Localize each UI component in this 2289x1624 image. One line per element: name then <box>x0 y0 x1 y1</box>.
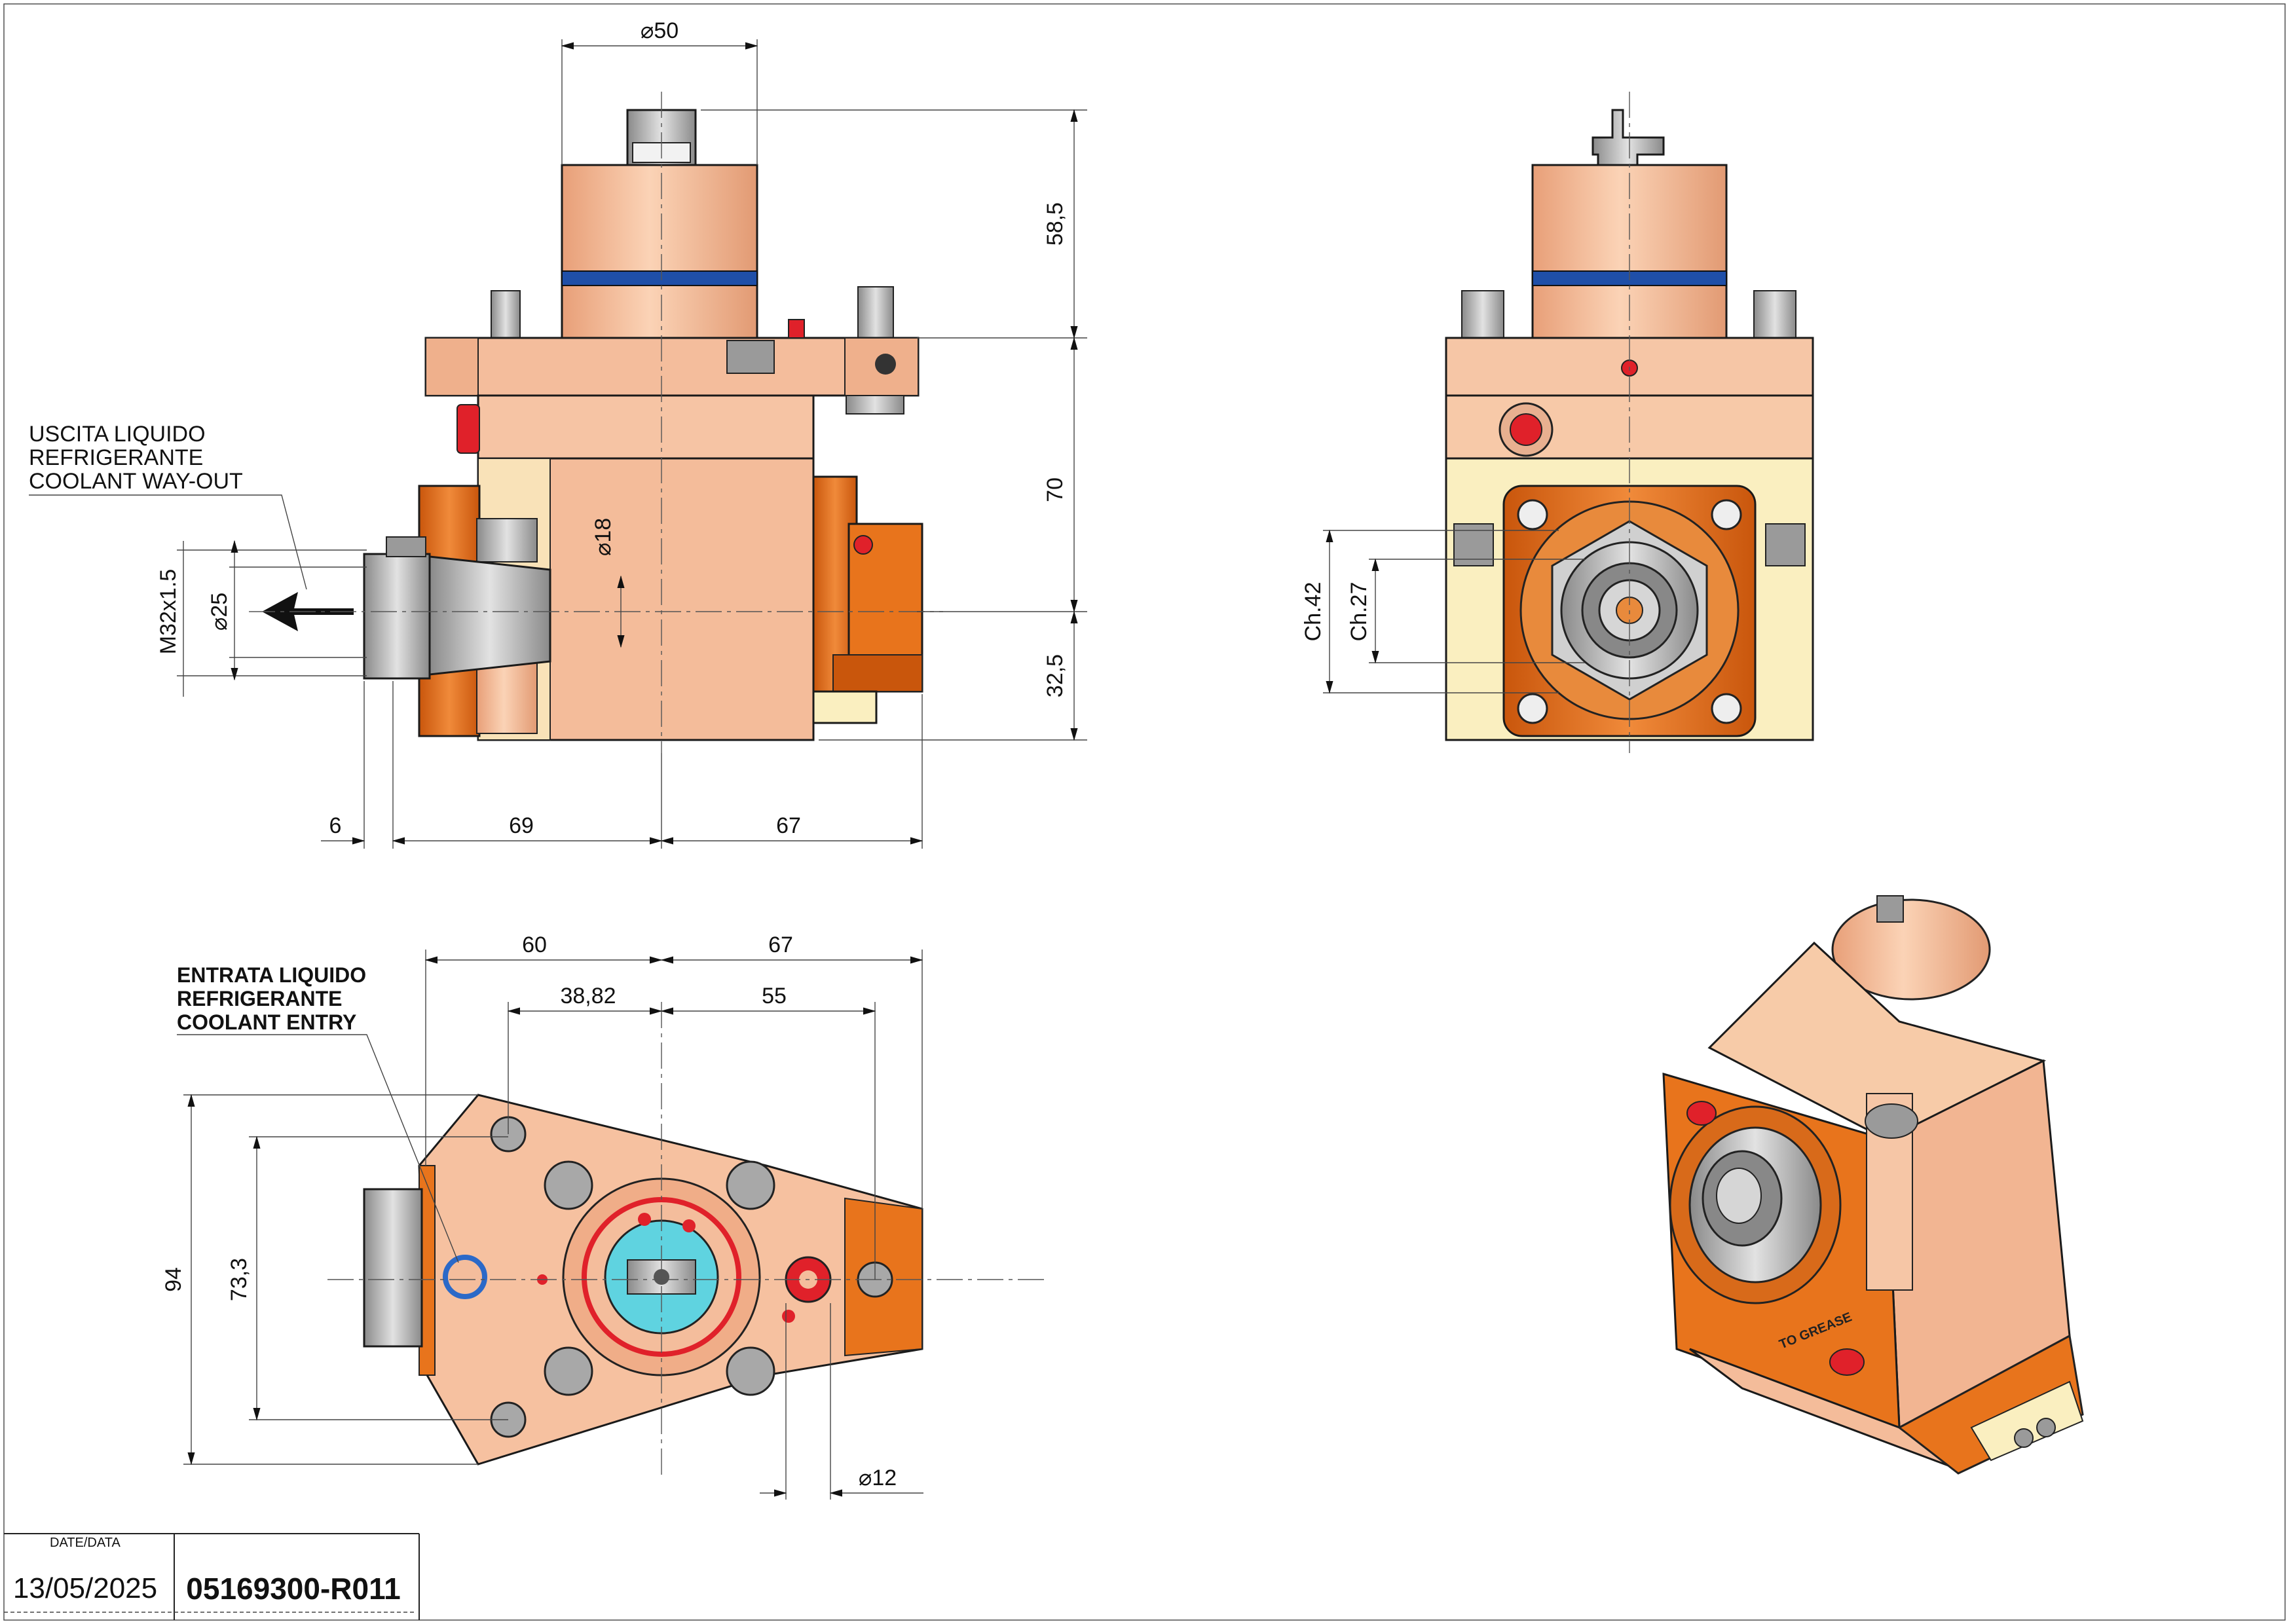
note-coolant-in-2: REFRIGERANTE <box>177 987 342 1010</box>
top-collet-nut <box>363 1188 423 1348</box>
note-coolant-out-2: REFRIGERANTE <box>29 445 203 470</box>
front-bolt-right <box>857 286 894 339</box>
note-coolant-out-3: COOLANT WAY-OUT <box>29 469 243 494</box>
sheet-border <box>3 3 2286 1621</box>
dim-73-3: 73,3 <box>227 1258 251 1301</box>
dim-55: 55 <box>762 984 787 1008</box>
top-screws <box>490 1116 893 1438</box>
side-screws <box>1517 499 1742 724</box>
coolant-entry-port <box>443 1255 487 1299</box>
dim-d25: ⌀25 <box>207 593 232 631</box>
date-label: DATE/DATA <box>50 1536 121 1550</box>
dim-67-top: 67 <box>768 932 793 957</box>
dim-d12: ⌀12 <box>859 1466 897 1490</box>
top-view: 60 67 38,82 55 94 73,3 ⌀12 ENTRATA LIQUI… <box>161 932 1048 1500</box>
note-coolant-in-1: ENTRATA LIQUIDO <box>177 963 366 987</box>
front-bolt-left <box>491 290 521 339</box>
note-coolant-out-1: USCITA LIQUIDO <box>29 422 206 447</box>
dim-58-5: 58,5 <box>1043 202 1068 246</box>
front-collet-nut <box>363 553 431 680</box>
isometric-view: TO GREASE <box>1662 895 2084 1475</box>
dim-69: 69 <box>509 813 534 838</box>
drawing-code: 05169300-R011 <box>186 1572 400 1606</box>
dim-60: 60 <box>522 932 547 957</box>
front-top-cylinder <box>561 164 758 339</box>
front-view: ⌀50 58,5 70 32,5 ⌀18 ⌀25 M32x1.5 6 69 67… <box>29 18 1087 849</box>
dim-ch27: Ch.27 <box>1347 582 1371 642</box>
title-block: DATE/DATA 13/05/2025 05169300-R011 <box>4 1533 420 1620</box>
side-red-plug <box>1510 413 1542 446</box>
dim-67-front: 67 <box>776 813 801 838</box>
dim-70: 70 <box>1043 477 1068 502</box>
dim-6: 6 <box>329 813 342 838</box>
front-collet <box>428 555 551 676</box>
dim-d18: ⌀18 <box>591 518 616 556</box>
front-red-plug <box>456 404 480 454</box>
dim-38-82: 38,82 <box>560 984 616 1008</box>
drawing-date: 13/05/2025 <box>13 1572 157 1604</box>
dim-94: 94 <box>161 1267 186 1292</box>
dim-thread: M32x1.5 <box>156 569 181 654</box>
side-view: Ch.42 Ch.27 <box>1301 92 1814 753</box>
front-grease-nipple <box>788 319 805 339</box>
side-bolt-right <box>1753 290 1796 339</box>
side-shaft-key <box>1591 109 1665 166</box>
iso-top-cylinder <box>1831 898 1991 1001</box>
side-bolt-left <box>1461 290 1504 339</box>
note-coolant-in-3: COOLANT ENTRY <box>177 1010 356 1034</box>
dim-d50: ⌀50 <box>641 18 679 43</box>
dim-32-5: 32,5 <box>1043 654 1068 697</box>
dim-ch42: Ch.42 <box>1301 582 1326 642</box>
front-oring <box>561 270 758 286</box>
front-upper-body <box>477 394 815 460</box>
